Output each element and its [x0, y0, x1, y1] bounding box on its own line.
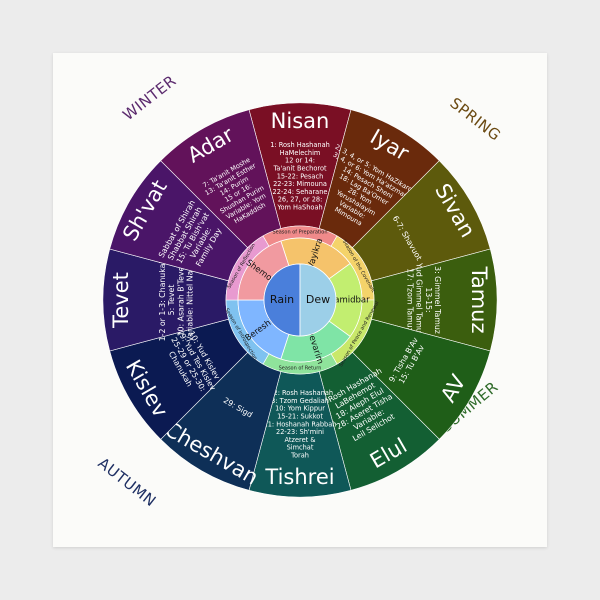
holiday-line: Atzeret & — [285, 436, 316, 444]
holiday-line: 15-22: Pesach — [277, 172, 324, 180]
holiday-line: 5: Tevet — [167, 285, 176, 316]
holiday-line: 13-15: — [424, 287, 433, 312]
holiday-line: 22-24: Seharane — [273, 188, 328, 196]
holiday-line: Yom HaShoah — [276, 203, 322, 211]
holiday-line: 3: Tzom Gedaliah — [271, 397, 329, 405]
book-bereshit: Bereshit — [237, 299, 290, 360]
month-name: Tamuz — [467, 265, 491, 333]
core-rain: Rain — [263, 263, 301, 337]
month-holidays: 3: Gimmel Tamuz13-15:Yud Gimmel Tamuz17:… — [405, 262, 442, 337]
season-label-autumn: AUTUMN — [95, 454, 160, 510]
holiday-line: 22-23: Mimouna — [273, 180, 327, 188]
ring-label: Season of Preparation — [272, 230, 327, 236]
holiday-line: 17: Tzom Tamuz — [405, 268, 414, 332]
holiday-line: HaMelechim — [280, 149, 321, 157]
holiday-line: 10: Asarah B'Tevet — [176, 264, 185, 337]
holiday-line: Variable: Nittel Nacht — [186, 258, 195, 341]
month-av: AV9: Tisha B'Av15: Tu B'Av — [351, 318, 491, 440]
month-name: Tevet — [109, 272, 133, 329]
core-half — [263, 263, 301, 337]
holiday-line: 21: Hoshanah Rabbah — [264, 420, 337, 428]
month-holidays: 1-2 or 1-3: Chanukah5: Tevet10: Asarah B… — [158, 258, 195, 341]
holiday-line: Yud Gimmel Tamuz — [415, 262, 424, 337]
holiday-line: 1-2 or 1-3: Chanukah — [158, 259, 167, 342]
holiday-line: 15-21: Sukkot — [277, 413, 323, 421]
season-label-winter: WINTER — [119, 71, 179, 124]
rain-dew-core: Rain Dew — [263, 263, 337, 337]
core-label: Rain — [270, 293, 294, 306]
book-devarim: Devarim — [280, 320, 351, 365]
book-label: Bamidbar — [328, 296, 370, 306]
holiday-line: Ta'anit Bechorot — [272, 165, 327, 173]
month-tamuz: Tamuz 3: Gimmel Tamuz13-15:Yud Gimmel Tam… — [371, 248, 498, 352]
holiday-line: Torah — [290, 451, 309, 459]
holiday-line: 26, 27, or 28: — [278, 196, 323, 204]
holiday-line: 22-23: Sh'mini — [276, 428, 324, 436]
holiday-line: Simchat — [287, 444, 314, 452]
holiday-line: 3: Gimmel Tamuz — [433, 266, 442, 334]
holiday-line: 12 or 14: — [285, 157, 315, 165]
season-label-spring: SPRING — [447, 94, 505, 145]
month-name: Tishrei — [264, 465, 334, 489]
month-name: Nisan — [271, 109, 330, 133]
month-holidays: 7: Ta'anit Moshe13: Ta'anit Esther14: Pu… — [200, 155, 277, 231]
core-half — [299, 263, 337, 337]
book-shemot: Shemot — [237, 240, 290, 301]
ring-label: Season of Return — [279, 366, 322, 372]
core-dew: Dew — [299, 263, 337, 337]
holiday-line: 1: Rosh Hashanah — [270, 141, 330, 149]
holiday-line: 10: Yom Kippur — [275, 405, 325, 413]
core-label: Dew — [306, 293, 330, 306]
holiday-line: 1-2: Rosh Hashanah — [267, 389, 333, 397]
